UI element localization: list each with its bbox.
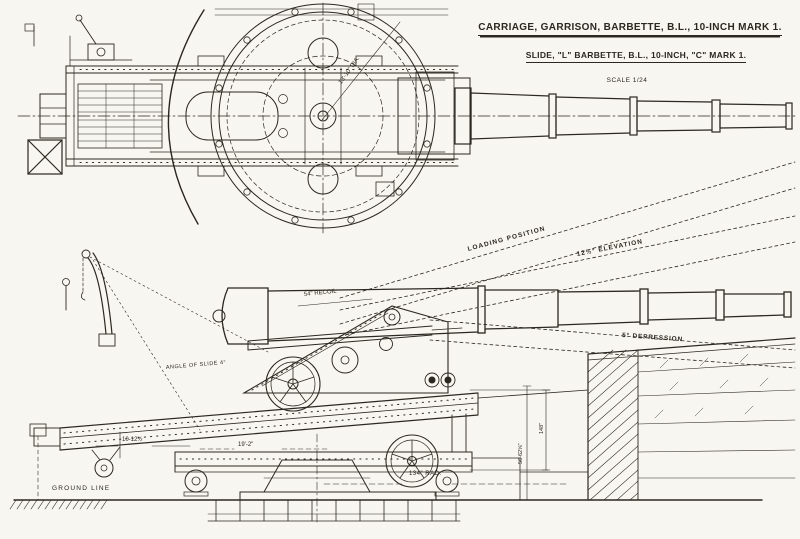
title-line-1-text: CARRIAGE, GARRISON, BARBETTE, B.L., 10-I… — [478, 22, 782, 36]
ground-line-label: GROUND LINE — [52, 485, 111, 492]
gun-barrel-plan — [454, 87, 793, 145]
barrel-position-outlines — [339, 161, 796, 369]
ground-line-drawing — [9, 499, 763, 522]
dim-height-outer: 148" — [539, 422, 545, 434]
slide-girder — [29, 389, 589, 501]
elevating-handwheel — [265, 356, 321, 412]
pedestal-side — [239, 433, 437, 525]
carriage-plan — [24, 3, 471, 197]
dim-left: 10-12½ — [122, 437, 143, 443]
title-line-2-text: SLIDE, "L" BARBETTE, B.L., 10-INCH, "C" … — [525, 50, 747, 63]
loading-crane — [62, 249, 269, 431]
training-handwheel — [385, 434, 439, 488]
dim-length: 19'-2" — [238, 442, 254, 448]
carriage-side-plate — [241, 305, 463, 394]
dimension-lines — [95, 298, 567, 501]
gun-barrel-side — [212, 285, 792, 345]
winch-gear-plan — [24, 14, 133, 67]
ground-hatch — [9, 499, 108, 510]
title-line-2: SLIDE, "L" BARBETTE, B.L., 10-INCH, "C" … — [496, 50, 776, 63]
rammer-plan — [214, 3, 449, 21]
title-line-1: CARRIAGE, GARRISON, BARBETTE, B.L., 10-I… — [470, 22, 790, 36]
scale-note: SCALE 1/24 — [606, 77, 648, 84]
dim-height-inner: 56-62⅝" — [518, 443, 524, 464]
plan-view-centerlines — [17, 2, 797, 234]
holding-down-bolts — [207, 499, 461, 522]
racer-ring-plan — [167, 3, 436, 229]
dim-radius: 134" RAD. — [409, 471, 442, 477]
ring-bolts — [215, 8, 431, 224]
mounting-box-plan — [27, 139, 63, 175]
racer-girder-side — [174, 451, 589, 501]
timber-hatch — [77, 83, 163, 149]
earth-fill-lines — [637, 353, 796, 479]
masonry-hatch — [587, 349, 639, 501]
parapet-section — [587, 337, 796, 501]
